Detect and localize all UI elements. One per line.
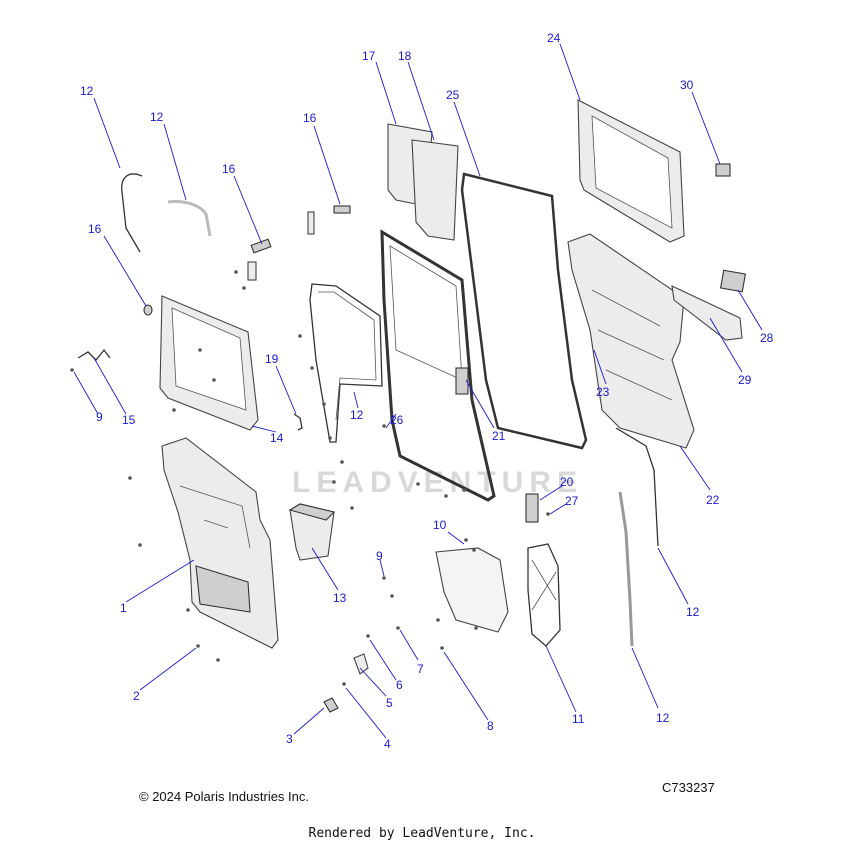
seal-strip-12d (615, 427, 659, 547)
callout-13: 13 (333, 591, 347, 605)
pin-19 (293, 413, 303, 431)
window-frame-14-inner (171, 307, 247, 411)
fasteners (70, 270, 550, 686)
callout-16-a: 16 (222, 162, 236, 176)
callout-21: 21 (492, 429, 506, 443)
callout-12-a: 12 (80, 84, 94, 98)
knob-3 (323, 697, 339, 713)
callout-16-b: 16 (303, 111, 317, 125)
hinge-20 (525, 493, 539, 523)
switch-28 (719, 269, 747, 293)
callout-14: 14 (270, 431, 284, 445)
door-panel-1 (161, 437, 279, 649)
callout-12-c: 12 (350, 408, 364, 422)
door-panel-1-detail (179, 485, 251, 549)
callout-10: 10 (433, 518, 447, 532)
window-regulator-11-arm (531, 559, 557, 611)
seal-strip-12e (618, 491, 634, 647)
seal-strip-12b (167, 200, 212, 237)
clip-16c (143, 304, 153, 316)
callout-12-d: 12 (686, 605, 700, 619)
clip-5 (353, 653, 369, 675)
callout-9-a: 9 (96, 410, 103, 424)
callout-12-e: 12 (656, 711, 670, 725)
callout-9-b: 9 (376, 549, 383, 563)
glass-panel-18 (411, 139, 459, 241)
callout-20: 20 (560, 475, 574, 489)
callout-30: 30 (680, 78, 694, 92)
callout-25: 25 (446, 88, 460, 102)
callout-7: 7 (417, 662, 424, 676)
callout-28: 28 (760, 331, 774, 345)
callout-22: 22 (706, 493, 720, 507)
door-frame-21-inner (389, 245, 463, 381)
callout-16-c: 16 (88, 222, 102, 236)
callout-6: 6 (396, 678, 403, 692)
door-frame-21 (380, 229, 496, 502)
clip-16a (250, 238, 272, 254)
callout-24: 24 (547, 31, 561, 45)
diagram-part-number: C733237 (662, 780, 715, 795)
outer-door-panel-22-ribs (591, 289, 673, 401)
leader-lines (73, 43, 763, 739)
window-regulator-11 (527, 543, 561, 647)
callout-8: 8 (487, 719, 494, 733)
latch-15 (77, 348, 111, 361)
handle-30 (715, 163, 731, 177)
regulator-plate-10 (435, 547, 509, 633)
callout-18: 18 (398, 49, 412, 63)
callout-5: 5 (386, 696, 393, 710)
upper-frame-24-inner (591, 115, 673, 229)
seal-strip-12a (121, 173, 143, 253)
callout-17: 17 (362, 49, 376, 63)
callout-15: 15 (122, 413, 136, 427)
bracket-small-2 (307, 211, 315, 235)
callout-23: 23 (596, 385, 610, 399)
callout-11: 11 (572, 712, 585, 726)
callout-29: 29 (738, 373, 752, 387)
callout-1: 1 (120, 601, 127, 615)
outer-door-panel-22 (567, 233, 695, 449)
door-seal-25 (460, 172, 588, 450)
rendered-by-text: Rendered by LeadVenture, Inc. (308, 826, 536, 841)
callout-3: 3 (286, 732, 293, 746)
door-latch-21 (455, 367, 469, 395)
copyright-text: © 2024 Polaris Industries Inc. (139, 789, 309, 804)
callout-2: 2 (133, 689, 140, 703)
callout-19: 19 (265, 352, 279, 366)
window-seal-12c (309, 283, 383, 443)
bracket-small (247, 261, 257, 281)
storage-bin-13-rim (288, 503, 336, 521)
callout-26: 26 (390, 413, 404, 427)
clip-16b (333, 205, 351, 214)
callout-12-b: 12 (150, 110, 164, 124)
window-seal-12c-inner (318, 291, 377, 421)
door-panel-1-pocket (195, 565, 251, 613)
callout-4: 4 (384, 737, 391, 751)
callout-27: 27 (565, 494, 579, 508)
bracket-29 (671, 285, 743, 341)
